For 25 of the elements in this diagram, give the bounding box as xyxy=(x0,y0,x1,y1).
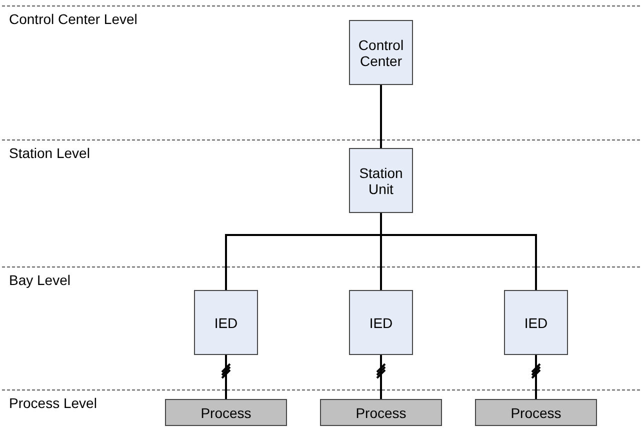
unit-box xyxy=(349,20,413,85)
unit-box xyxy=(349,148,413,213)
connector-line xyxy=(380,85,382,148)
node-label: Control Center xyxy=(357,36,405,68)
node-label: Process xyxy=(200,404,252,420)
connector-line xyxy=(531,354,541,400)
unit-box xyxy=(194,290,258,355)
node-label: Process xyxy=(510,404,562,420)
level-label: Control Center Level xyxy=(9,11,138,27)
connector-line xyxy=(221,354,231,400)
unit-box xyxy=(349,290,413,355)
node-label: Process xyxy=(356,404,406,420)
process-box xyxy=(165,399,287,426)
process-box xyxy=(475,399,597,426)
connector-line xyxy=(376,354,386,400)
level-label: Bay Level xyxy=(9,272,70,288)
node-label: IED xyxy=(214,314,238,330)
node-label: IED xyxy=(524,314,548,330)
process-box xyxy=(320,399,442,426)
level-label: Station Level xyxy=(9,145,90,161)
node-label: Station Unit xyxy=(358,164,404,196)
node-label: IED xyxy=(369,314,393,330)
connector-line xyxy=(380,213,537,290)
level-label: Process Level xyxy=(9,395,97,411)
unit-box xyxy=(504,290,568,355)
